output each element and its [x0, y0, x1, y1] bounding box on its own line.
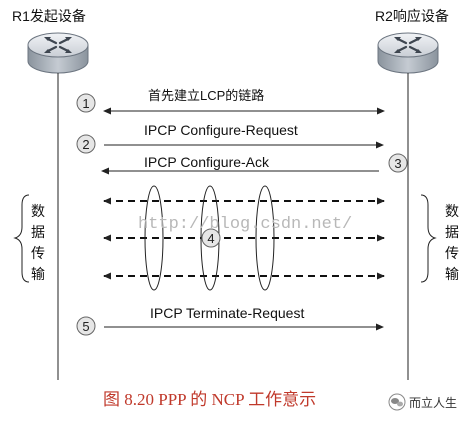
r2-label: R2响应设备: [375, 8, 449, 24]
figure-caption: 图 8.20 PPP 的 NCP 工作意示: [103, 390, 316, 409]
step-5-badge: [76, 316, 96, 336]
step-2-badge: [76, 134, 96, 154]
step-2-label: IPCP Configure-Request: [144, 122, 298, 138]
left-brace: [13, 194, 30, 283]
badge-text: 而立人生: [409, 395, 457, 410]
step-1-number: 1: [82, 96, 89, 111]
step-4-badge: [201, 228, 221, 248]
r1-label: R1发起设备: [12, 8, 86, 24]
wechat-badge: 而立人生: [388, 393, 457, 411]
right-label-char-1: 数: [445, 203, 459, 219]
step-5-number: 5: [82, 319, 89, 334]
step-2-number: 2: [82, 137, 89, 152]
step-3-number: 3: [394, 156, 401, 171]
left-label-char-1: 数: [31, 203, 45, 219]
router-icon-r2: [377, 32, 439, 74]
right-brace: [420, 194, 437, 283]
step-4-number: 4: [207, 231, 214, 246]
flow-ellipse-1: [144, 185, 164, 291]
step-5-label: IPCP Terminate-Request: [150, 305, 304, 321]
step-3-badge: [388, 153, 408, 173]
step-3-label: IPCP Configure-Ack: [144, 154, 270, 170]
right-label-char-2: 据: [445, 224, 459, 240]
left-label-char-3: 传: [31, 245, 45, 261]
right-label-char-4: 输: [445, 266, 459, 282]
right-label-char-3: 传: [445, 245, 459, 261]
watermark-text: http://blog.csdn.net/: [138, 215, 352, 234]
left-label-char-4: 输: [31, 266, 45, 282]
left-data-transfer-label: 数 据 传 输: [31, 203, 49, 282]
left-label-char-2: 据: [31, 224, 45, 240]
step-1-badge: [76, 93, 96, 113]
step-1-label: 首先建立LCP的链路: [148, 88, 264, 103]
right-data-transfer-label: 数 据 传 输: [445, 203, 463, 282]
router-icon-r1: [27, 32, 89, 74]
flow-ellipse-3: [255, 185, 275, 291]
